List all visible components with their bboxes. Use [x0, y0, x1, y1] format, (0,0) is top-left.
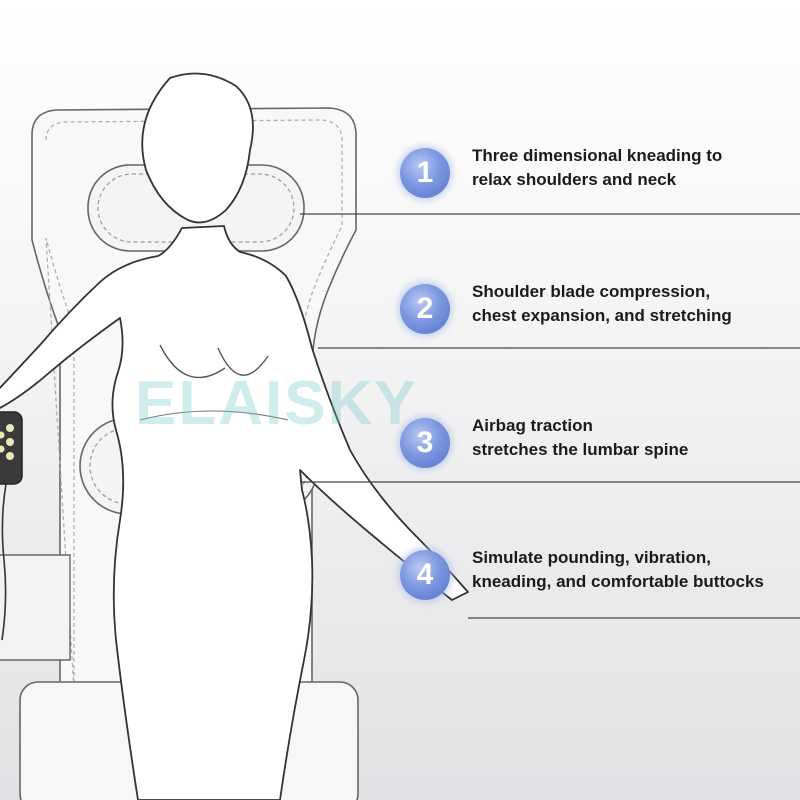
feature-text: Three dimensional kneading to relax shou…	[472, 144, 798, 192]
feature-text: Airbag traction stretches the lumbar spi…	[472, 414, 798, 462]
figure-waist-line	[139, 410, 289, 421]
figure-head	[141, 72, 254, 224]
feature-line: stretches the lumbar spine	[472, 440, 689, 459]
feature-line: Airbag traction	[472, 416, 593, 435]
feature-callout-3: 3 Airbag traction stretches the lumbar s…	[400, 412, 800, 472]
feature-callout-1: 1 Three dimensional kneading to relax sh…	[400, 142, 800, 202]
feature-callout-4: 4 Simulate pounding, vibration, kneading…	[400, 544, 800, 604]
chair-side-panel	[0, 554, 71, 661]
feature-line: chest expansion, and stretching	[472, 306, 732, 325]
watermark-logo: ELAISKY	[135, 369, 418, 438]
feature-line: relax shoulders and neck	[472, 170, 677, 189]
feature-line: Three dimensional kneading to	[472, 146, 723, 165]
human-figure	[0, 72, 469, 800]
feature-text: Shoulder blade compression, chest expans…	[472, 280, 798, 328]
feature-callout-2: 2 Shoulder blade compression, chest expa…	[400, 278, 800, 338]
number-badge: 3	[400, 418, 450, 468]
number-badge: 2	[400, 284, 450, 334]
feature-line: kneading, and comfortable buttocks	[472, 572, 764, 591]
number-badge: 1	[400, 148, 450, 198]
figure-chest-line	[159, 344, 269, 378]
feature-text: Simulate pounding, vibration, kneading, …	[472, 546, 798, 594]
number-badge: 4	[400, 550, 450, 600]
figure-body	[0, 225, 469, 800]
feature-line: Shoulder blade compression,	[472, 282, 711, 301]
feature-line: Simulate pounding, vibration,	[472, 548, 711, 567]
remote-controller-icon	[0, 411, 23, 641]
